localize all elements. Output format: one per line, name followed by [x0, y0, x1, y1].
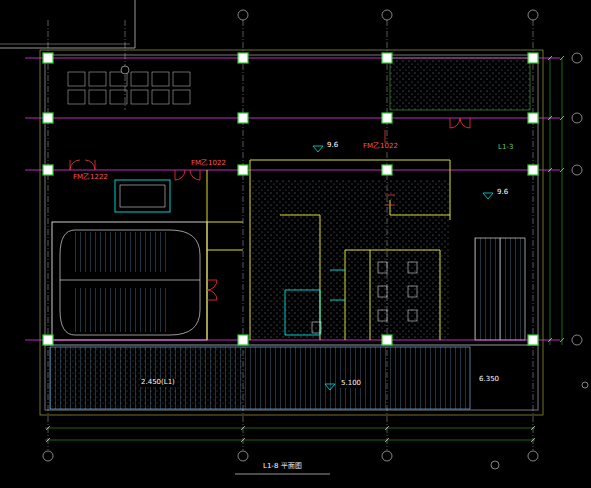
toilet-symbol: [408, 310, 417, 321]
seat-symbol: [68, 90, 85, 104]
column: [238, 113, 248, 123]
seat-symbol: [131, 90, 148, 104]
drawing-title: L1-8 平面图: [262, 463, 303, 471]
seat-symbol: [131, 72, 148, 86]
toilet-symbol: [408, 262, 417, 273]
column: [43, 335, 53, 345]
elevation-mark: 2.450(L1): [140, 379, 176, 387]
column: [528, 335, 538, 345]
toilet-symbol: [378, 310, 387, 321]
toilet-symbol: [312, 322, 321, 333]
toilet-symbol: [378, 286, 387, 297]
toilet-symbol: [408, 286, 417, 297]
column: [238, 335, 248, 345]
seat-symbol: [173, 72, 190, 86]
column: [43, 53, 53, 63]
seat-symbol: [173, 90, 190, 104]
column: [382, 335, 392, 345]
column: [43, 113, 53, 123]
seat-symbol: [89, 72, 106, 86]
seat-symbol: [68, 72, 85, 86]
column: [382, 165, 392, 175]
elevation-mark: 9.6: [496, 189, 509, 197]
elevation-mark: 9.6: [326, 142, 339, 150]
column: [382, 113, 392, 123]
room-tag: L1-3: [497, 144, 514, 152]
door-tag: FM乙1022: [362, 143, 399, 151]
column: [238, 165, 248, 175]
seat-symbol: [152, 72, 169, 86]
column: [528, 165, 538, 175]
column: [528, 113, 538, 123]
elevation-mark: 6.350: [478, 376, 500, 384]
elevation-mark: 5.100: [340, 380, 362, 388]
seat-symbol: [89, 90, 106, 104]
door-tag: FM乙1022: [190, 160, 227, 168]
column: [528, 53, 538, 63]
door-tag: FM乙1222: [72, 174, 109, 182]
toilet-symbol: [378, 262, 387, 273]
column: [238, 53, 248, 63]
seat-symbol: [152, 90, 169, 104]
column: [382, 53, 392, 63]
seat-symbol: [110, 90, 127, 104]
column: [43, 165, 53, 175]
